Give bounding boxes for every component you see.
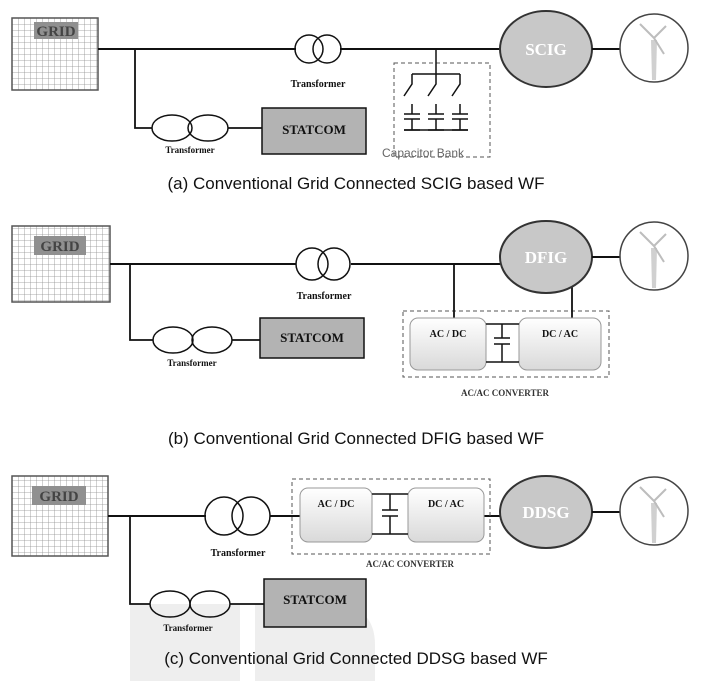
statcom-branch xyxy=(129,516,264,605)
panel-b: GRID Transformer Transformer STATCOM AC … xyxy=(11,220,689,448)
grid-label-bg xyxy=(34,236,86,255)
dcac-block xyxy=(407,487,485,543)
converter-box xyxy=(291,478,491,555)
wind-turbine-icon xyxy=(619,221,689,291)
wind-turbine-icon xyxy=(619,476,689,546)
transformer-icon xyxy=(152,326,233,354)
statcom-branch xyxy=(134,49,262,129)
transformer-label: Transformer xyxy=(297,291,352,302)
generator-label: DDSG xyxy=(522,503,569,522)
generator-label: DFIG xyxy=(525,248,568,267)
converter-label: AC/AC CONVERTER xyxy=(366,559,454,569)
dc-link-capacitor-icon xyxy=(486,323,519,363)
dcac-label: DC / AC xyxy=(428,499,464,510)
wind-turbine-icon xyxy=(619,13,689,83)
dc-link-capacitor-icon xyxy=(372,493,408,535)
statcom-box xyxy=(263,578,367,628)
capacitor-bank-icon xyxy=(403,49,468,131)
caption-b: (b) Conventional Grid Connected DFIG bas… xyxy=(168,429,544,448)
acdc-label: AC / DC xyxy=(318,499,355,510)
transformer-label: Transformer xyxy=(291,79,346,90)
statcom-label: STATCOM xyxy=(283,592,347,607)
statcom-box xyxy=(259,317,365,359)
statcom-label: STATCOM xyxy=(282,122,346,137)
caption-a: (a) Conventional Grid Connected SCIG bas… xyxy=(167,174,544,193)
capacitor-bank-label: Capacitor Bank xyxy=(382,146,465,160)
acdc-label: AC / DC xyxy=(430,329,467,340)
transformer-icon xyxy=(151,114,229,142)
grid-label: GRID xyxy=(39,489,78,505)
panel-a: GRID Transformer Transformer STATCOM Cap… xyxy=(11,10,689,193)
grid-label: GRID xyxy=(40,239,79,255)
grid-label-bg xyxy=(34,22,78,39)
capacitor-bank-box xyxy=(393,62,491,158)
acdc-block xyxy=(299,487,373,543)
transformer-label: Transformer xyxy=(211,548,266,559)
acdc-block xyxy=(409,317,487,371)
transformer-label: Transformer xyxy=(163,623,212,633)
dcac-label: DC / AC xyxy=(542,329,578,340)
transformer-label: Transformer xyxy=(165,145,214,155)
transformer-icon xyxy=(294,34,342,64)
transformer-icon xyxy=(204,496,271,536)
dcac-block xyxy=(518,317,602,371)
transformer-label: Transformer xyxy=(167,358,216,368)
grid-label: GRID xyxy=(36,24,75,40)
panel-c: GRID Transformer Transformer STATCOM AC … xyxy=(11,475,689,668)
grid-label-bg xyxy=(32,486,86,505)
statcom-branch xyxy=(129,264,260,341)
caption-c: (c) Conventional Grid Connected DDSG bas… xyxy=(164,649,548,668)
statcom-box xyxy=(261,107,367,155)
statcom-label: STATCOM xyxy=(280,330,344,345)
converter-box xyxy=(402,310,610,378)
transformer-icon xyxy=(149,590,231,618)
converter-label: AC/AC CONVERTER xyxy=(461,388,549,398)
transformer-icon xyxy=(295,247,351,281)
generator-label: SCIG xyxy=(525,40,567,59)
